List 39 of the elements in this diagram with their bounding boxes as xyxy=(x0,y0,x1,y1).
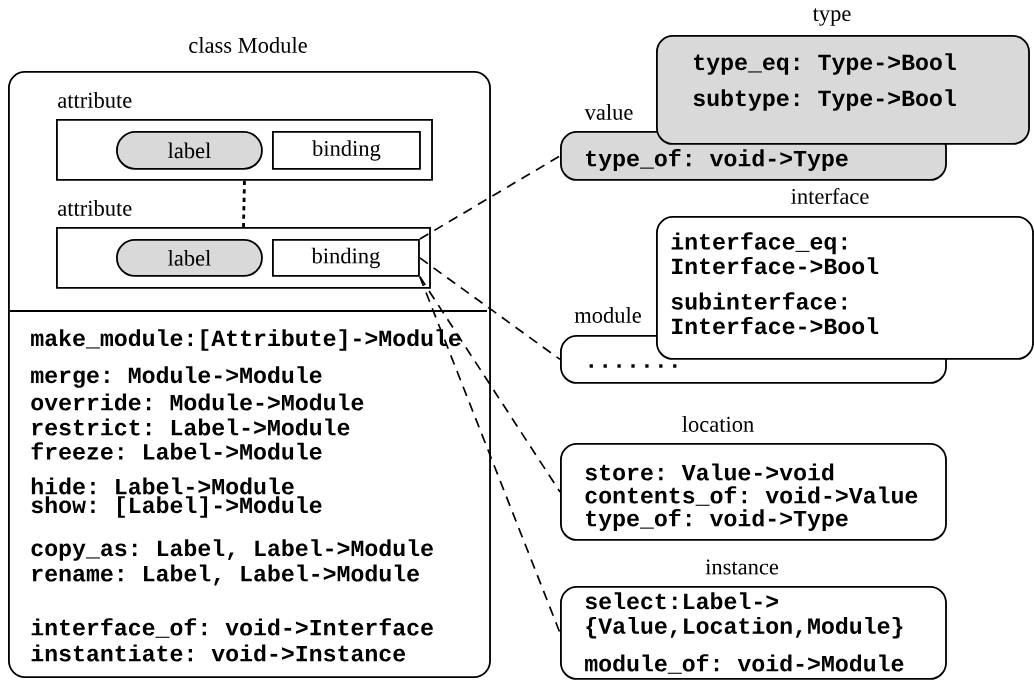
box-heading: value xyxy=(584,104,633,120)
method-signature: store: Value->void xyxy=(585,463,834,481)
method-signature: module_of: void->Module xyxy=(585,654,904,674)
method-signature: type_eq: Type->Bool xyxy=(694,53,956,75)
dotted-line xyxy=(242,180,246,228)
method-signature: subtype: Type->Bool xyxy=(693,89,956,111)
box-heading: attribute xyxy=(58,92,132,108)
box-heading: location xyxy=(682,416,754,432)
method-signature: contents_of: void->Value xyxy=(585,486,918,506)
method-signature: type_of: void->Type xyxy=(586,509,848,531)
box-heading: interface xyxy=(791,187,869,205)
label-pill: label xyxy=(116,239,263,277)
dashed-line xyxy=(419,276,561,493)
method-signature: type_of: void->Type xyxy=(586,149,848,171)
box-heading: instance xyxy=(705,559,779,575)
method-signature: override: Module->Module xyxy=(31,393,364,411)
method-signature: instantiate: void->Instance xyxy=(31,644,406,662)
method-signature: select:Label-> {Value,Location,Module} xyxy=(585,592,903,639)
method-signature: copy_as: Label, Label->Module xyxy=(31,539,433,561)
dashed-line xyxy=(419,155,561,240)
binding-box: binding xyxy=(272,239,420,277)
method-signature: restrict: Label->Module xyxy=(32,418,350,436)
method-signature: freeze: Label->Module xyxy=(31,442,322,460)
binding-box: binding xyxy=(272,131,421,170)
label-pill: label xyxy=(116,131,263,170)
method-signature: hide: Label->Module xyxy=(31,477,294,495)
method-signature: interface_of: void->Interface xyxy=(31,618,433,638)
box-heading: attribute xyxy=(58,200,132,216)
method-signature: show: [Label]->Module xyxy=(31,496,322,518)
dashed-line xyxy=(419,276,561,634)
method-signature: subinterface: Interface->Bool xyxy=(671,292,879,335)
box-heading: module xyxy=(574,307,641,323)
method-signature: merge: Module->Module xyxy=(31,366,322,388)
box-heading: class Module xyxy=(189,37,307,53)
dashed-line xyxy=(419,257,561,361)
method-signature: rename: Label, Label->Module xyxy=(32,564,419,586)
box-heading: type xyxy=(812,8,851,26)
method-signature: interface_eq: Interface->Bool xyxy=(671,232,879,275)
method-signature: ....... xyxy=(589,364,677,368)
